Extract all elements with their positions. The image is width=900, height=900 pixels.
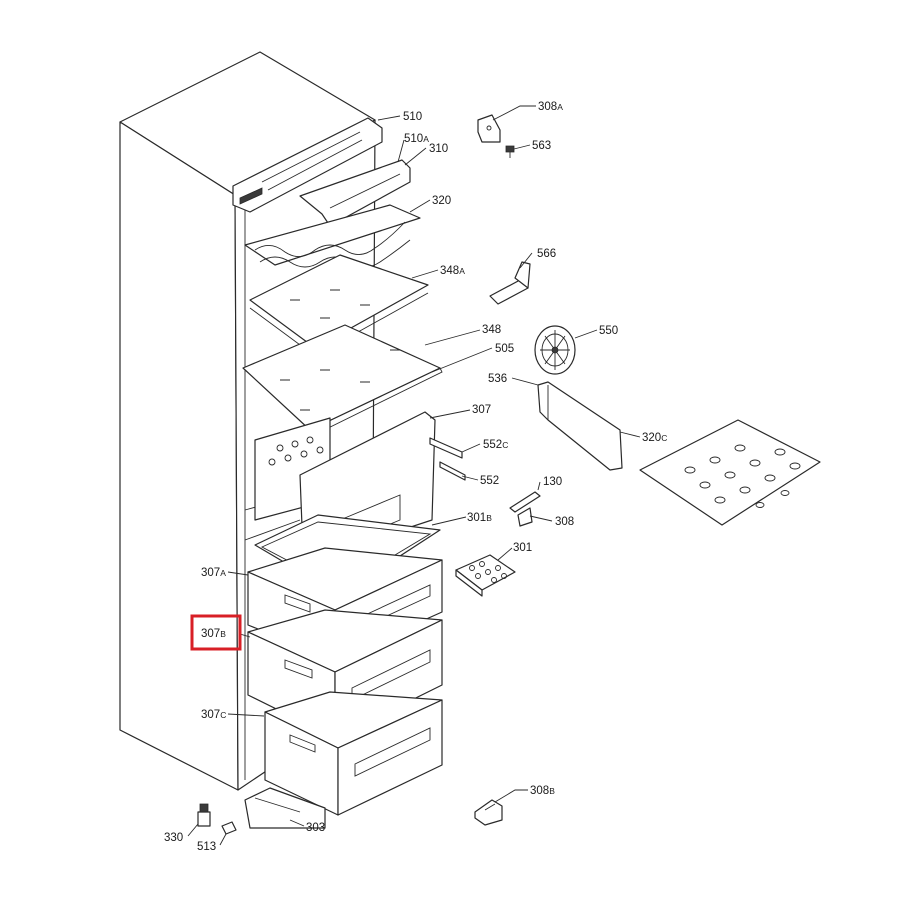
label-307b: 307B (201, 628, 226, 640)
hinge-308b (474, 799, 503, 826)
highlight-box-307b (190, 614, 242, 651)
fan-wheel-550 (534, 325, 576, 375)
label-308a: 308A (538, 101, 563, 113)
label-536: 536 (488, 373, 507, 385)
label-510a: 510A (404, 133, 429, 145)
screw-563 (505, 145, 515, 158)
bracket-130 (509, 491, 541, 513)
label-307a: 307A (201, 567, 226, 579)
label-307c: 307C (201, 709, 226, 721)
part-566 (489, 261, 531, 305)
label-552c: 552C (483, 439, 508, 451)
label-563: 563 (532, 140, 551, 152)
label-552: 552 (480, 475, 499, 487)
label-330: 330 (164, 832, 183, 844)
label-320c: 320C (642, 432, 667, 444)
part-labels: 510 510A 310 320 348A 348 505 307 552C 5… (164, 101, 667, 853)
rail-552 (439, 461, 466, 481)
ice-tray-301 (455, 554, 516, 597)
label-505: 505 (495, 343, 514, 355)
label-308: 308 (555, 516, 574, 528)
hinge-308a (477, 114, 501, 143)
label-301b: 301B (467, 512, 492, 524)
label-301: 301 (513, 542, 532, 554)
label-307: 307 (472, 404, 491, 416)
label-310: 310 (429, 143, 448, 155)
bracket-308 (517, 507, 533, 527)
label-566: 566 (537, 248, 556, 260)
label-510: 510 (403, 111, 422, 123)
label-348a: 348A (440, 265, 465, 277)
clip-513 (221, 821, 237, 835)
drawer-307c (264, 691, 443, 816)
kick-plate-303 (244, 787, 326, 829)
divider-536 (537, 381, 623, 471)
control-panel-510 (232, 117, 383, 213)
label-513: 513 (197, 841, 216, 853)
label-320: 320 (432, 195, 451, 207)
grid-shelf-320c (639, 419, 821, 526)
leader-lines (187, 105, 641, 846)
rail-552c (429, 437, 463, 459)
label-130: 130 (543, 476, 562, 488)
label-550: 550 (599, 325, 618, 337)
glass-shelf-348 (242, 324, 443, 437)
label-348: 348 (482, 324, 501, 336)
label-303: 303 (306, 822, 325, 834)
adjustable-foot-330 (197, 803, 211, 827)
label-308b: 308B (530, 785, 555, 797)
flap-310 (299, 159, 411, 227)
